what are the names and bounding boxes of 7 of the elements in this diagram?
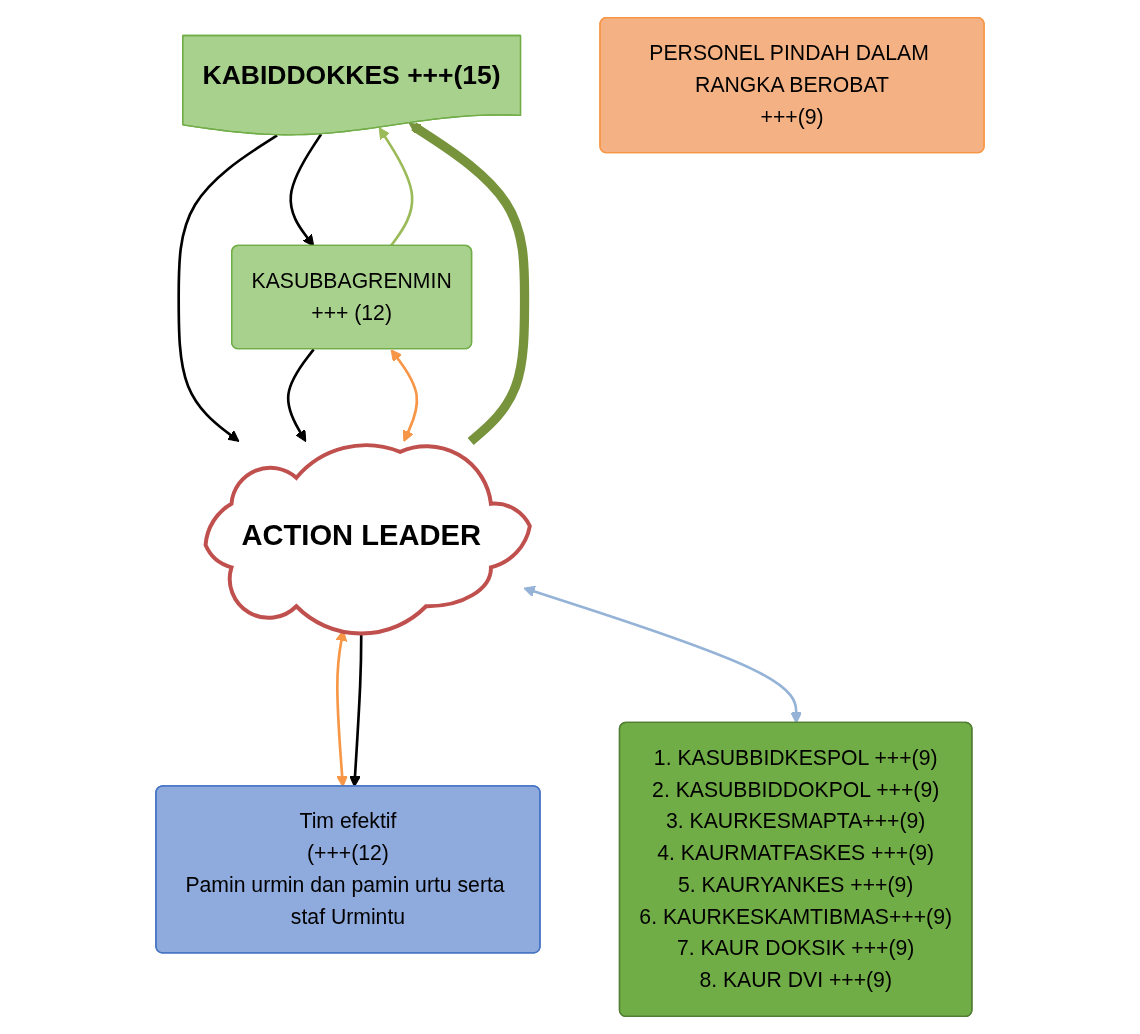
arrow — [286, 348, 315, 442]
arrow — [177, 134, 278, 442]
arrow — [390, 349, 419, 442]
arrow — [523, 585, 802, 724]
arrow — [289, 133, 323, 247]
arrow — [378, 127, 414, 247]
arrow — [408, 122, 530, 445]
